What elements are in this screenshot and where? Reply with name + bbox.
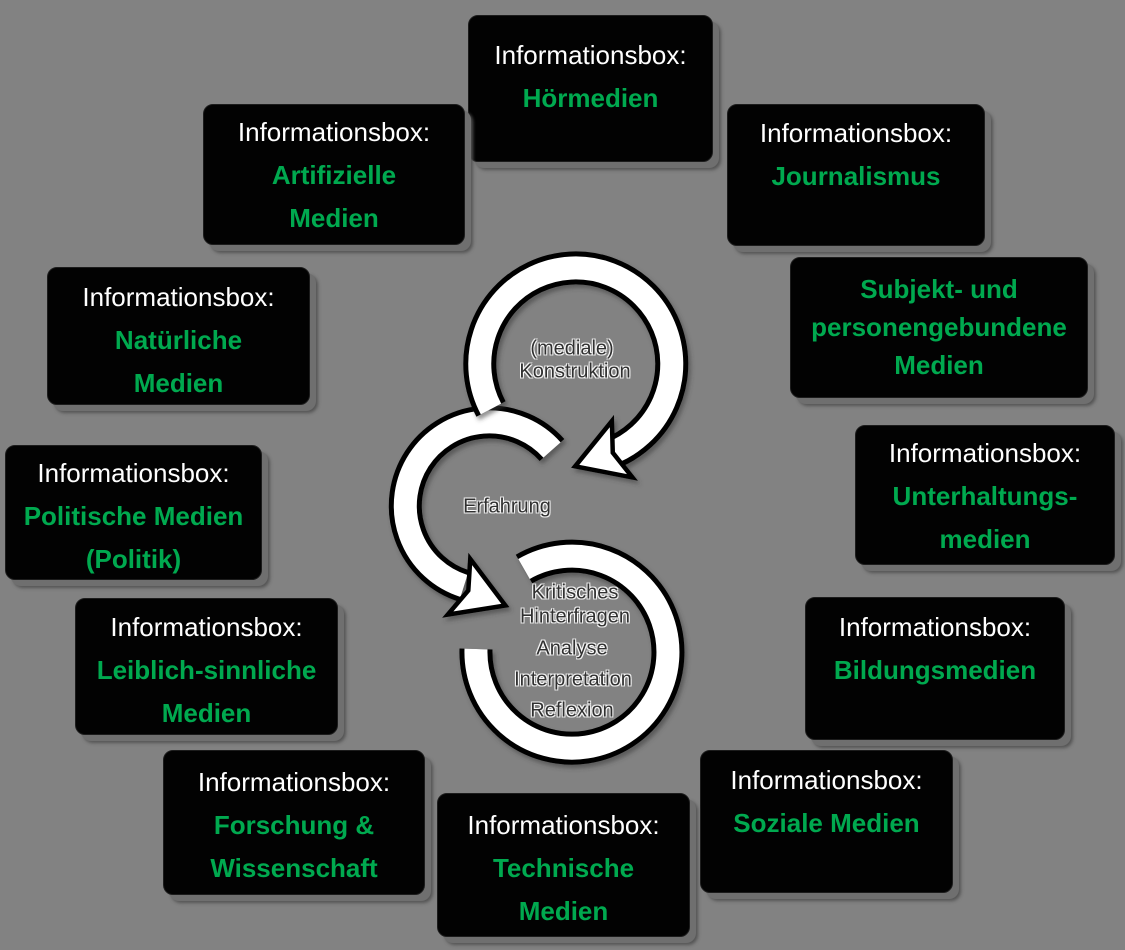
infobox-topic-line: Medien bbox=[133, 368, 224, 398]
infobox-topic-line: Hörmedien bbox=[522, 83, 659, 113]
reflection-label-line: Hinterfragen bbox=[519, 605, 631, 628]
arrow-into-middle-ring bbox=[571, 414, 638, 481]
infobox-journalismus[interactable]: Informationsbox: Journalismus bbox=[727, 104, 985, 246]
infobox-topic-line: Medien bbox=[894, 350, 984, 380]
infobox-label: Informationsbox: bbox=[759, 118, 953, 148]
infobox-topic-line: Forschung & bbox=[213, 810, 375, 840]
cycle-ring-middle bbox=[388, 405, 565, 618]
reflection-label-line: Interpretation bbox=[514, 668, 632, 691]
reflection-label-line: Reflexion bbox=[530, 699, 614, 722]
infobox-hoermedien[interactable]: Informationsbox: Hörmedien bbox=[468, 15, 713, 162]
infobox-topic-line: Technische bbox=[492, 853, 635, 883]
infobox-unterhaltungsmedien[interactable]: Informationsbox: Unterhaltungs- medien bbox=[855, 425, 1115, 565]
infobox-forschung-wissenschaft[interactable]: Informationsbox: Forschung & Wissenschaf… bbox=[163, 750, 425, 895]
infobox-label: Informationsbox: bbox=[197, 767, 391, 797]
infobox-label: Informationsbox: bbox=[730, 765, 923, 795]
infobox-label: Informationsbox: bbox=[37, 458, 230, 488]
infobox-topic-line: Medien bbox=[518, 896, 609, 926]
reflection-label-line: Analyse bbox=[536, 637, 608, 660]
infobox-topic-line: medien bbox=[939, 524, 1031, 554]
infobox-topic-line: Soziale Medien bbox=[733, 808, 920, 838]
arrow-into-bottom-ring bbox=[442, 552, 510, 618]
infobox-topic-line: (Politik) bbox=[85, 544, 182, 574]
infobox-label: Informationsbox: bbox=[237, 117, 431, 147]
infobox-bildungsmedien[interactable]: Informationsbox: Bildungsmedien bbox=[805, 597, 1065, 740]
infobox-artifizielle-medien[interactable]: Informationsbox: Artifizielle Medien bbox=[203, 104, 465, 245]
infobox-soziale-medien[interactable]: Informationsbox: Soziale Medien bbox=[700, 750, 953, 893]
reflection-label-line: Kritisches bbox=[531, 581, 619, 604]
infobox-label: Informationsbox: bbox=[838, 612, 1032, 642]
infobox-topic-line: Natürliche bbox=[114, 325, 243, 355]
infobox-leiblich-sinnliche-medien[interactable]: Informationsbox: Leiblich-sinnliche Medi… bbox=[75, 598, 338, 735]
infobox-label: Informationsbox: bbox=[888, 438, 1082, 468]
infobox-politische-medien[interactable]: Informationsbox: Politische Medien (Poli… bbox=[5, 445, 262, 580]
construction-label-line: (mediale) bbox=[530, 337, 614, 360]
infobox-topic-line: Leiblich-sinnliche bbox=[96, 655, 317, 685]
infobox-topic-line: Journalismus bbox=[771, 161, 941, 191]
infobox-label: Informationsbox: bbox=[467, 810, 660, 840]
infobox-label: Informationsbox: bbox=[494, 40, 687, 70]
infobox-topic-line: Wissenschaft bbox=[210, 853, 378, 883]
infobox-topic-line: Artifizielle bbox=[271, 160, 397, 190]
cycle-ring-bottom bbox=[459, 539, 685, 765]
infobox-technische-medien[interactable]: Informationsbox: Technische Medien bbox=[437, 793, 690, 937]
infobox-natuerliche-medien[interactable]: Informationsbox: Natürliche Medien bbox=[47, 267, 310, 405]
infobox-label: Informationsbox: bbox=[82, 282, 275, 312]
infobox-topic-line: Subjekt- und bbox=[860, 274, 1018, 304]
infobox-topic-line: Unterhaltungs- bbox=[892, 481, 1078, 511]
infobox-topic-line: Bildungsmedien bbox=[833, 655, 1037, 685]
infobox-topic-line: personengebundene bbox=[811, 312, 1067, 342]
construction-label-line: Konstruktion bbox=[519, 360, 631, 383]
infobox-topic-line: Medien bbox=[289, 203, 379, 233]
infobox-label: Informationsbox: bbox=[110, 612, 303, 642]
infobox-topic-line: Politische Medien bbox=[23, 501, 244, 531]
experience-label: Erfahrung bbox=[463, 495, 551, 518]
infobox-subjekt-und-personengebundene-medien[interactable]: Subjekt- und personengebundene Medien bbox=[790, 257, 1088, 398]
infobox-topic-line: Medien bbox=[161, 698, 252, 728]
cycle-ring-top bbox=[463, 251, 689, 481]
